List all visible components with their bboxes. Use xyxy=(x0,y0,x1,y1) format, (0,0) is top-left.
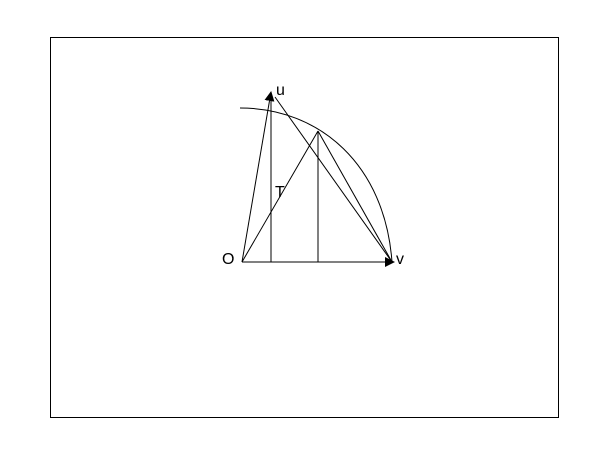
label-v: v xyxy=(396,251,404,268)
label-u: u xyxy=(276,82,285,99)
line-u-to-v xyxy=(274,96,393,263)
diagram-frame xyxy=(50,37,559,418)
label-t: T xyxy=(275,184,285,201)
vector-u xyxy=(241,91,275,263)
circle-arc xyxy=(239,107,393,263)
line-o-to-t xyxy=(241,130,319,263)
line-t-to-v xyxy=(317,130,393,263)
label-origin: O xyxy=(222,251,234,268)
